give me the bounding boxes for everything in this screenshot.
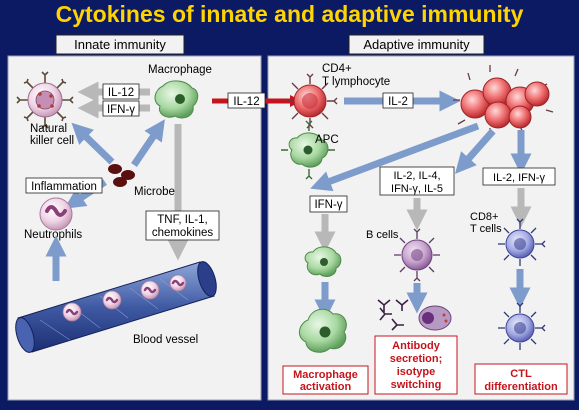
neutrophils-label: Neutrophils	[24, 229, 82, 241]
macrophage-activation-line1: Macrophage	[293, 369, 358, 381]
nk-cell-icon	[16, 71, 74, 129]
cd8-t-cell-icon	[498, 218, 546, 266]
b-cell-icon	[394, 228, 440, 282]
apc-label: APC	[315, 134, 339, 146]
il2-label: IL-2	[388, 96, 408, 108]
arrow-microbes-to-nk	[71, 122, 115, 165]
macrophage-activation-line2: activation	[300, 381, 352, 393]
microbes-label: Microbes	[134, 186, 181, 198]
blood-vessel-icon	[15, 261, 217, 353]
antibody-line4: switching	[391, 379, 442, 391]
plasma-cell-icon	[418, 305, 452, 331]
antibody-line2: secretion;	[390, 353, 443, 365]
cd8-cytokines-label: IL-2, IFN-γ	[493, 172, 545, 184]
il12-box	[102, 83, 140, 100]
inflammation-box	[25, 177, 103, 194]
antibody-line3: isotype	[397, 366, 436, 378]
ifng-label: IFN-γ	[107, 104, 135, 116]
b-cytokines-line1: IL-2, IL-4,	[393, 170, 440, 182]
ctl-line2: differentiation	[484, 381, 558, 393]
il2-box	[382, 92, 414, 109]
adaptive-ifng-box	[309, 195, 348, 213]
cd4-label-line2: T lymphocyte	[322, 76, 390, 88]
ctl-differentiation-box	[474, 363, 568, 395]
neutrophil-icon	[39, 197, 73, 231]
cd4-label-line1: CD4+	[322, 63, 352, 75]
macrophage-label: Macrophage	[148, 64, 212, 76]
t-cell-cluster-icon	[453, 65, 554, 135]
cd4-t-cell-icon	[286, 73, 338, 129]
adaptive-header-box	[348, 34, 485, 55]
inflammation-label: Inflammation	[31, 181, 97, 193]
nk-label-line1: Natural	[30, 123, 67, 135]
arrow-microbes-to-macrophage	[131, 119, 165, 167]
arrow-cluster-to-b-path	[455, 128, 496, 174]
arrow-cluster-to-ifng	[310, 122, 480, 192]
activated-macrophage-nucleus	[319, 326, 331, 338]
bridge-il12-label: IL-12	[233, 96, 259, 108]
b-cytokines-box	[379, 166, 455, 196]
il12-label: IL-12	[108, 87, 134, 99]
adaptive-ifng-label: IFN-γ	[314, 199, 342, 211]
cd8-label-line1: CD8+	[470, 211, 498, 223]
innate-header: Innate immunity	[74, 37, 166, 52]
innate-header-box	[55, 34, 185, 55]
b-cells-label: B cells	[366, 229, 399, 241]
cytokines-label-line1: TNF, IL-1,	[157, 214, 207, 226]
cytokines-box	[145, 210, 220, 241]
resting-macrophage-nucleus	[320, 258, 328, 266]
antibodies-icon	[377, 299, 409, 331]
ctl-icon	[498, 302, 546, 350]
cd8-label-line2: T cells	[470, 223, 502, 235]
bridge-il12-box	[227, 92, 266, 109]
page-title: Cytokines of innate and adaptive immunit…	[56, 1, 524, 27]
microbes-icon	[108, 164, 135, 187]
nk-label-line2: killer cell	[30, 135, 74, 147]
cd8-cytokines-box	[482, 167, 556, 186]
macrophage-activation-box	[282, 365, 369, 395]
apc-icon	[281, 120, 335, 180]
antibody-line1: Antibody	[392, 340, 441, 352]
innate-macrophage-nucleus	[175, 94, 185, 104]
b-cytokines-line2: IFN-γ, IL-5	[391, 183, 443, 195]
cytokines-label-line2: chemokines	[152, 227, 214, 239]
adaptive-header: Adaptive immunity	[363, 37, 470, 52]
antibody-secretion-box	[374, 335, 458, 395]
ifng-box	[102, 100, 140, 117]
blood-vessel-label: Blood vessel	[133, 334, 198, 346]
ctl-line1: CTL	[510, 368, 532, 380]
